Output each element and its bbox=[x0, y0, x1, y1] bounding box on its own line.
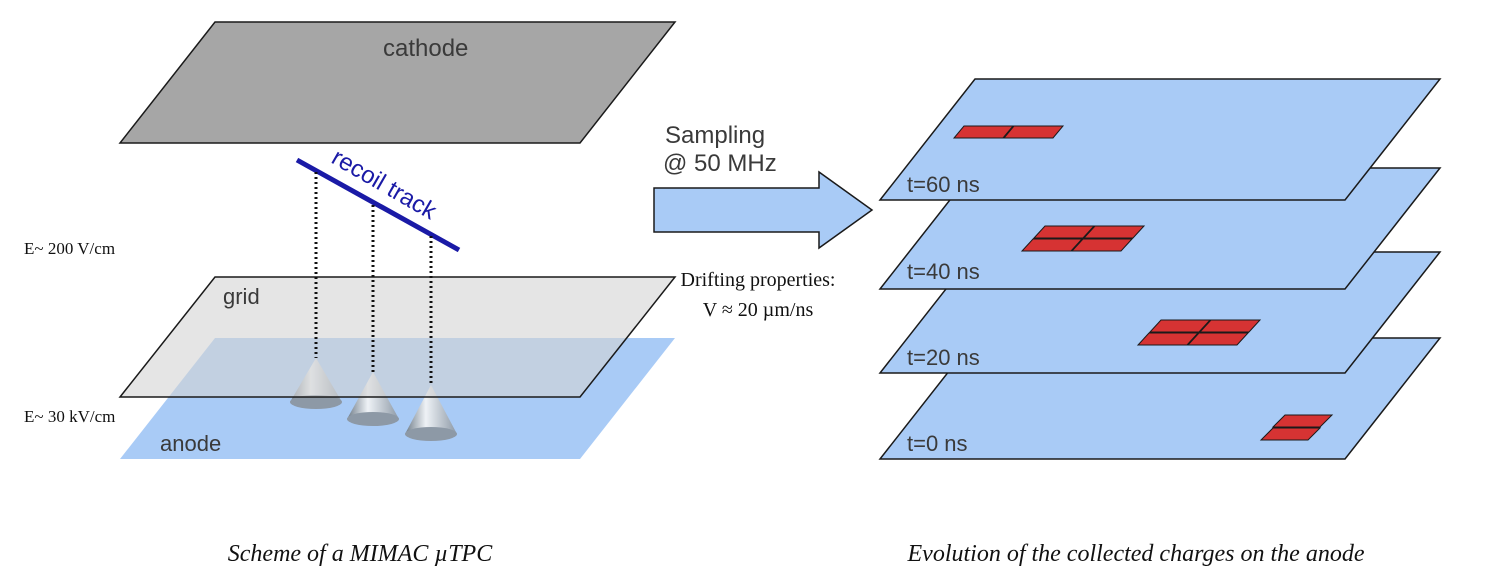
sampling-arrow bbox=[653, 170, 874, 250]
field-lower-label: E~ 30 kV/cm bbox=[24, 407, 115, 426]
charge-pads bbox=[1136, 319, 1262, 346]
cathode-plane bbox=[118, 21, 677, 144]
avalanche-cone bbox=[347, 372, 399, 426]
charge-pads bbox=[952, 125, 1065, 139]
time-label: t=20 ns bbox=[907, 345, 980, 370]
avalanche-cone bbox=[405, 385, 457, 441]
left-diagram: cathode recoil track anode grid E~ 200 V… bbox=[24, 21, 677, 567]
left-caption: Scheme of a MIMAC µTPC bbox=[228, 541, 493, 567]
field-upper-label: E~ 200 V/cm bbox=[24, 239, 115, 258]
grid-label: grid bbox=[223, 284, 260, 309]
time-label: t=0 ns bbox=[907, 431, 968, 456]
grid-plane bbox=[118, 276, 677, 398]
charge-pads bbox=[1020, 225, 1146, 252]
recoil-track-line bbox=[295, 157, 461, 253]
time-label: t=40 ns bbox=[907, 259, 980, 284]
drift-properties-line1: Drifting properties: bbox=[681, 269, 836, 291]
right-diagram: t=0 ns t=20 ns t=40 ns bbox=[878, 78, 1442, 567]
sampling-arrow-group: Sampling @ 50 MHz Drifting properties: V… bbox=[653, 122, 874, 321]
time-plane: t=60 ns bbox=[878, 78, 1442, 201]
charge-pads bbox=[1259, 414, 1334, 441]
sampling-label-line2: @ 50 MHz bbox=[663, 150, 777, 177]
drift-properties-line2: V ≈ 20 µm/ns bbox=[703, 299, 814, 321]
anode-label: anode bbox=[160, 431, 221, 456]
time-label: t=60 ns bbox=[907, 172, 980, 197]
cathode-label: cathode bbox=[383, 35, 468, 62]
right-caption: Evolution of the collected charges on th… bbox=[907, 541, 1365, 567]
sampling-label-line1: Sampling bbox=[665, 122, 765, 149]
